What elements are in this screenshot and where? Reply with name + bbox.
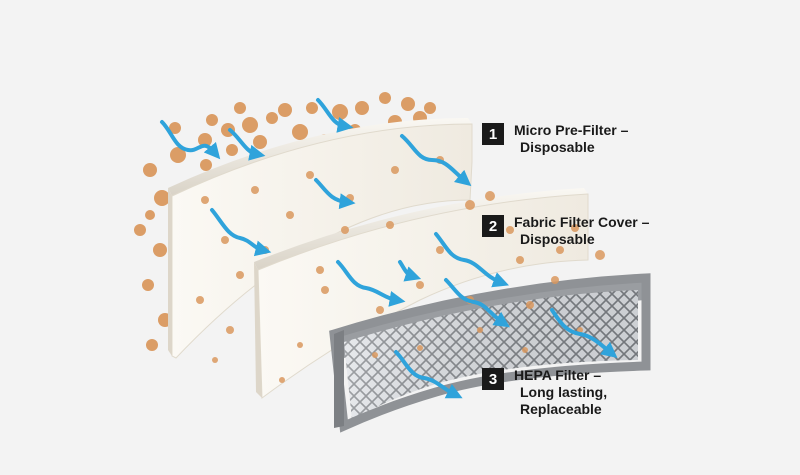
dust-particle [321,286,329,294]
dust-particle [556,246,564,254]
airflow-arrow [400,134,472,187]
dust-particle [485,191,495,201]
callout-fabric-filter-cover: 2 Fabric Filter Cover – Disposable [482,214,649,248]
dust-particle [221,236,229,244]
callout-number-badge: 1 [482,123,504,145]
airflow-arrows [160,98,618,399]
airflow-arrow [398,260,422,282]
dust-particle [595,250,605,260]
dust-particle [242,117,258,133]
callout-title: Fabric Filter Cover – [514,214,650,230]
dust-particle [372,352,378,358]
airflow-arrow [314,178,356,210]
dust-particle [212,357,218,363]
dust-particle [551,276,559,284]
dust-particle [316,266,324,274]
callout-number-badge: 3 [482,368,504,390]
dust-particle [251,186,259,194]
callout-detail: Replaceable [520,401,602,417]
dust-particle [279,377,285,383]
dust-particle [145,210,155,220]
airflow-arrow [394,350,463,399]
dust-particle [226,326,234,334]
dust-particle [292,124,308,140]
dust-particle [465,200,475,210]
dust-particle [226,144,238,156]
dust-particle [236,271,244,279]
dust-particle [206,114,218,126]
airflow-arrow [550,308,618,358]
airflow-arrow [444,278,510,328]
dust-particle [200,159,212,171]
dust-particle [477,327,483,333]
callout-detail: Disposable [520,139,595,155]
dust-particle [355,101,369,115]
dust-particle [170,147,186,163]
dust-particle [341,226,349,234]
dust-particle [506,226,514,234]
dust-particle [297,342,303,348]
dust-particle [278,103,292,117]
airflow-arrow [210,208,272,257]
dust-particle [376,306,384,314]
callout-detail: Long lasting, [520,384,608,400]
callout-detail: Disposable [520,231,595,247]
dust-particle [379,92,391,104]
dust-particle [153,243,167,257]
dust-particle [201,196,209,204]
dust-particle [417,345,423,351]
dust-particle [169,122,181,134]
dust-particle [196,296,204,304]
airflow-arrow [434,232,509,288]
dust-particle [266,112,278,124]
dust-particle [332,104,348,120]
dust-particle [526,301,534,309]
dust-particle [286,211,294,219]
dust-particle [571,224,579,232]
dust-particle [416,281,424,289]
callout-micro-pre-filter: 1 Micro Pre-Filter – Disposable [482,122,628,156]
airflow-arrow [228,128,266,161]
airflow-arrow [160,120,221,160]
dust-particle [306,102,318,114]
dust-particle [253,135,267,149]
callout-number-badge: 2 [482,215,504,237]
dust-particle [516,256,524,264]
dust-particle [142,279,154,291]
filter-panel-micro-pre-filter [168,118,473,359]
dust-particle [386,221,394,229]
dust-particle [401,97,415,111]
dust-particle [424,102,436,114]
callout-title: Micro Pre-Filter – [514,122,629,138]
dust-particle [522,347,528,353]
callout-hepa-filter: 3 HEPA Filter – Long lasting, Replaceabl… [482,367,607,418]
airflow-arrow [336,260,406,307]
dust-particle [306,171,314,179]
dust-particle [154,190,170,206]
dust-particle [391,166,399,174]
callout-title: HEPA Filter – [514,367,602,383]
dust-particle [134,224,146,236]
dust-particle [146,339,158,351]
airflow-arrow [316,98,354,133]
dust-particle [577,327,583,333]
dust-particle [143,163,157,177]
dust-particle [436,246,444,254]
filter-panel-hepa [329,273,651,433]
dust-particle [234,102,246,114]
